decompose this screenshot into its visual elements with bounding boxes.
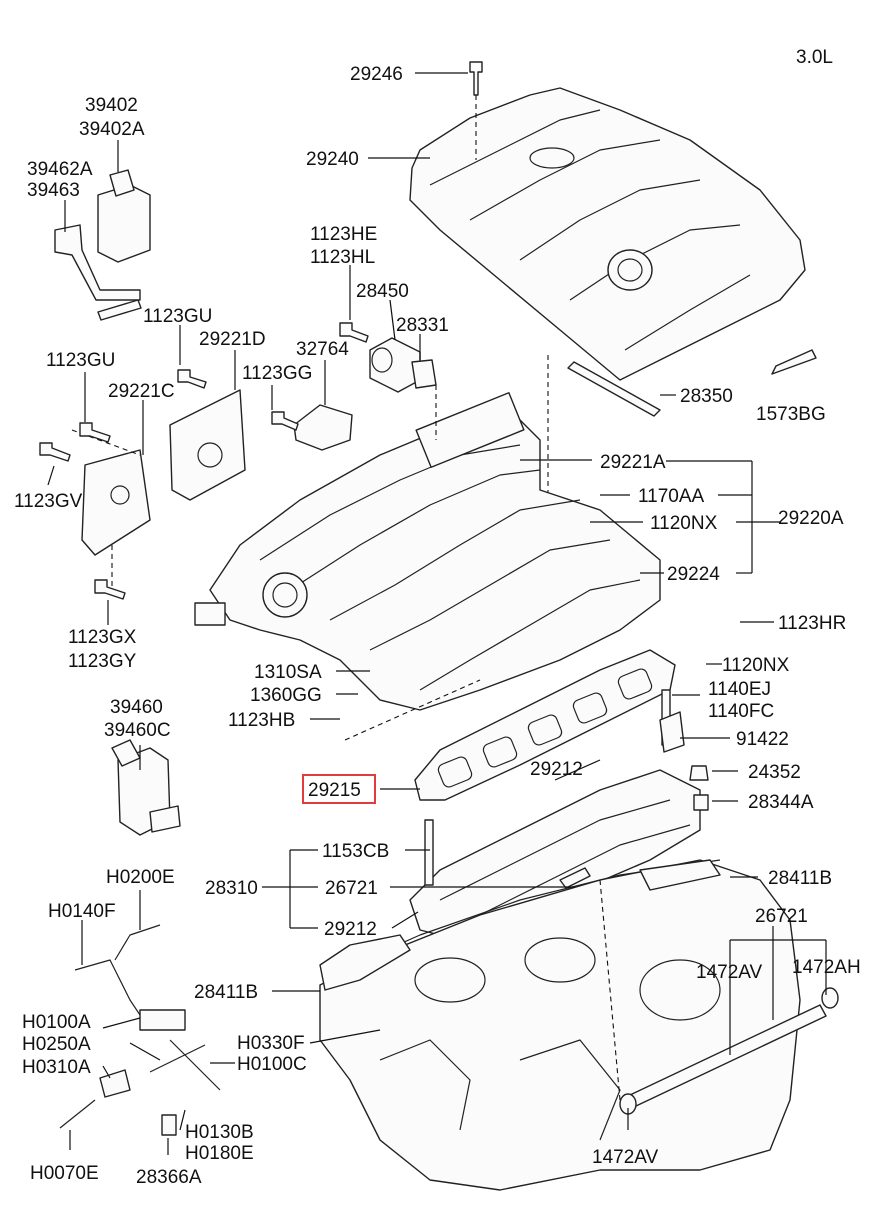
part-label-39402A[interactable]: 39402A — [79, 119, 145, 140]
lower-intake-manifold-drawing — [409, 689, 709, 941]
part-label-1123GV[interactable]: 1123GV — [14, 491, 83, 512]
part-label-1123HL[interactable]: 1123HL — [310, 247, 375, 268]
part-label-39402[interactable]: 39402 — [85, 95, 138, 116]
part-label-1360GG[interactable]: 1360GG — [250, 685, 322, 706]
part-label-26721-right[interactable]: 26721 — [755, 906, 808, 927]
part-label-1123HE[interactable]: 1123HE — [310, 224, 377, 245]
engine-label: 3.0L — [796, 47, 833, 68]
part-label-H0200E[interactable]: H0200E — [106, 867, 175, 888]
pipe-26721-drawing — [619, 940, 839, 1115]
part-label-39463[interactable]: 39463 — [27, 180, 80, 201]
part-label-1472AV-lower[interactable]: 1472AV — [592, 1147, 659, 1168]
part-label-29220A[interactable]: 29220A — [778, 508, 844, 529]
engine-cover-drawing — [409, 61, 806, 381]
part-label-28366A[interactable]: 28366A — [136, 1167, 202, 1188]
part-label-91422[interactable]: 91422 — [736, 729, 789, 750]
part-label-1123HR[interactable]: 1123HR — [778, 613, 846, 634]
part-label-1123GU-lower[interactable]: 1123GU — [46, 350, 115, 371]
part-label-H0100A[interactable]: H0100A — [22, 1012, 91, 1033]
solenoid-valve-39402-drawing — [54, 169, 151, 321]
part-label-H0180E[interactable]: H0180E — [185, 1143, 254, 1164]
solenoid-valve-39460-drawing — [111, 739, 181, 836]
part-label-H0130B[interactable]: H0130B — [185, 1122, 254, 1143]
part-label-1123GX[interactable]: 1123GX — [68, 627, 137, 648]
part-label-H0330F[interactable]: H0330F — [237, 1033, 305, 1054]
part-label-28411B-left[interactable]: 28411B — [194, 982, 258, 1003]
highlight-box-29215 — [302, 774, 376, 804]
part-label-1472AH[interactable]: 1472AH — [792, 957, 861, 978]
part-labels: 3.0L 29246 39402 39402A 29240 39462A 394… — [14, 47, 861, 1188]
part-label-1120NX-upper[interactable]: 1120NX — [650, 513, 718, 534]
part-label-28310[interactable]: 28310 — [205, 878, 258, 899]
part-label-1140EJ[interactable]: 1140EJ — [708, 679, 771, 700]
part-label-1123GU-upper[interactable]: 1123GU — [143, 306, 212, 327]
part-label-24352[interactable]: 24352 — [748, 762, 801, 783]
part-label-29212-upper[interactable]: 29212 — [530, 759, 583, 780]
part-label-28411B-right[interactable]: 28411B — [768, 868, 832, 889]
part-label-1170AA[interactable]: 1170AA — [638, 486, 705, 507]
stud-drawing — [547, 349, 817, 520]
part-label-28450[interactable]: 28450 — [356, 281, 409, 302]
part-label-29215[interactable]: 29215 — [308, 780, 361, 801]
part-label-29221A[interactable]: 29221A — [600, 452, 666, 473]
part-label-H0140F[interactable]: H0140F — [48, 901, 116, 922]
part-label-32764[interactable]: 32764 — [296, 339, 349, 360]
part-label-29221D[interactable]: 29221D — [199, 329, 266, 350]
part-label-1310SA[interactable]: 1310SA — [254, 662, 322, 683]
part-label-39460C[interactable]: 39460C — [104, 720, 171, 741]
part-label-39460[interactable]: 39460 — [110, 697, 163, 718]
part-label-29224[interactable]: 29224 — [667, 564, 720, 585]
leader-lines — [47, 72, 827, 1155]
part-label-28350[interactable]: 28350 — [680, 386, 733, 407]
bracket-29221D-drawing — [169, 369, 246, 501]
part-label-1120NX-lower[interactable]: 1120NX — [722, 655, 790, 676]
part-label-29240[interactable]: 29240 — [306, 149, 359, 170]
part-label-H0250A[interactable]: H0250A — [22, 1034, 91, 1055]
part-label-1153CB[interactable]: 1153CB — [322, 841, 389, 862]
engine-block-drawing — [319, 859, 801, 1191]
part-label-29246[interactable]: 29246 — [350, 64, 403, 85]
part-label-H0310A[interactable]: H0310A — [22, 1057, 91, 1078]
part-label-H0100C[interactable]: H0100C — [237, 1054, 307, 1075]
part-label-28344A[interactable]: 28344A — [748, 792, 814, 813]
bracket-29221C-drawing — [39, 422, 151, 600]
part-label-29212-lower[interactable]: 29212 — [324, 919, 377, 940]
part-label-1123GY[interactable]: 1123GY — [68, 651, 137, 672]
part-label-26721-middle[interactable]: 26721 — [325, 878, 378, 899]
vacuum-hoses-drawing — [59, 924, 221, 1136]
gasket-29215-drawing — [414, 649, 676, 801]
drawings — [39, 61, 839, 1191]
part-label-H0070E[interactable]: H0070E — [30, 1163, 99, 1184]
part-label-29221C[interactable]: 29221C — [108, 381, 175, 402]
part-label-1472AV-upper[interactable]: 1472AV — [696, 962, 763, 983]
part-label-1123HB[interactable]: 1123HB — [228, 710, 295, 731]
part-label-1123GG[interactable]: 1123GG — [242, 363, 312, 384]
part-label-1573BG[interactable]: 1573BG — [756, 404, 826, 425]
part-label-39462A[interactable]: 39462A — [27, 159, 93, 180]
idle-speed-actuator-drawing — [271, 322, 437, 451]
upper-intake-manifold-drawing — [194, 385, 661, 741]
part-label-28331[interactable]: 28331 — [396, 315, 449, 336]
part-label-1140FC[interactable]: 1140FC — [708, 701, 774, 722]
